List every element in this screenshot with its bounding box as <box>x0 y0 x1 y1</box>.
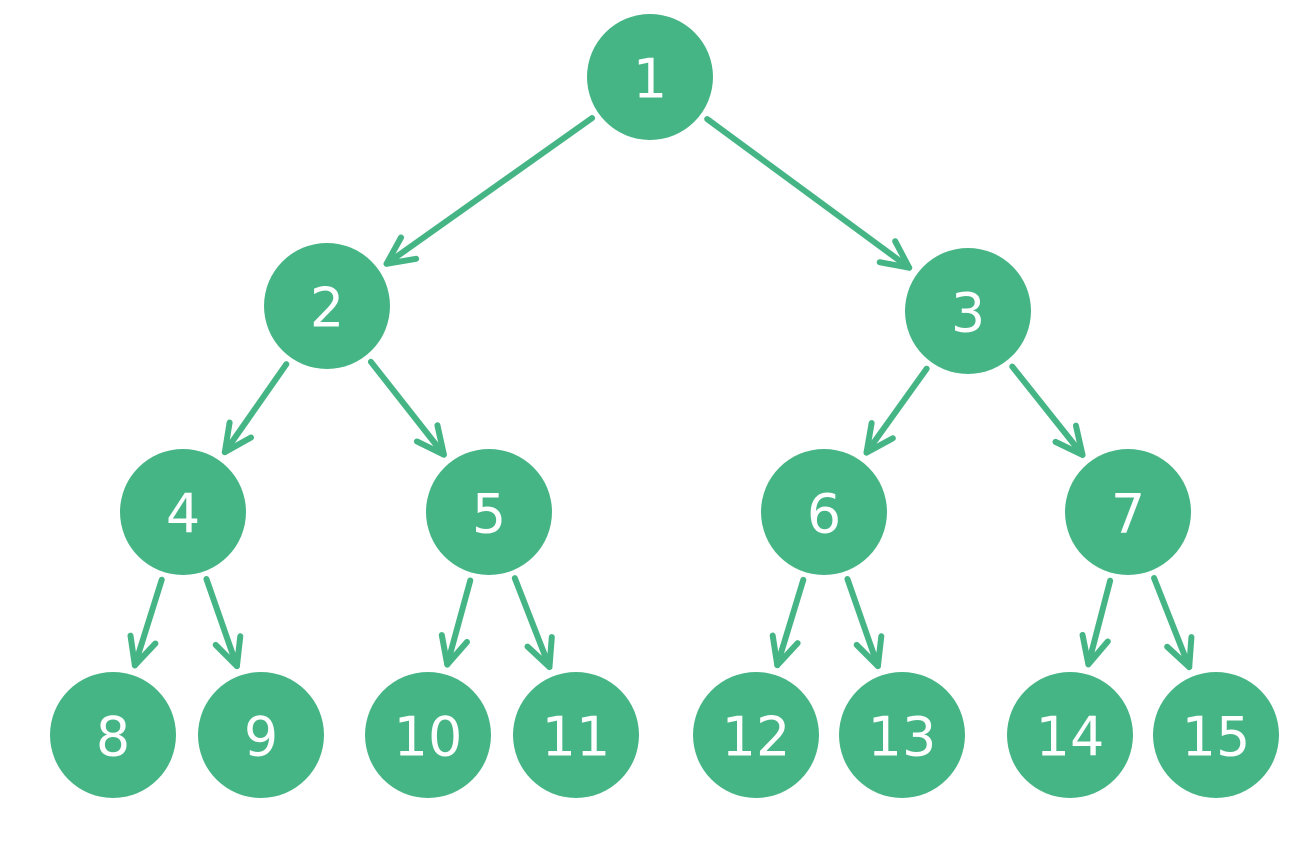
edge-line <box>1085 577 1114 668</box>
edge-line <box>221 361 290 456</box>
edge-line <box>863 365 930 456</box>
node-label: 15 <box>1182 706 1251 769</box>
node-circle <box>905 248 1031 374</box>
tree-node-2: 2 <box>264 243 390 369</box>
node-label: 7 <box>1111 483 1145 546</box>
tree-node-6: 6 <box>761 449 887 575</box>
node-label: 12 <box>722 706 791 769</box>
edge-7-15 <box>1151 575 1195 671</box>
node-label: 11 <box>542 706 611 769</box>
arrowhead <box>876 238 913 271</box>
node-circle <box>1065 449 1191 575</box>
node-label: 9 <box>244 706 278 769</box>
edge-line <box>704 116 913 271</box>
node-label: 3 <box>951 282 985 345</box>
node-label: 13 <box>868 706 937 769</box>
tree-node-1: 1 <box>587 14 713 140</box>
edge-2-5 <box>367 358 447 458</box>
edge-line <box>367 358 447 458</box>
edges-layer <box>127 115 1195 671</box>
node-label: 5 <box>472 483 506 546</box>
tree-node-9: 9 <box>198 672 324 798</box>
arrowhead <box>383 234 420 267</box>
node-circle <box>513 672 639 798</box>
edge-line <box>511 575 553 670</box>
node-label: 8 <box>96 706 130 769</box>
edge-line <box>1009 363 1086 458</box>
tree-node-7: 7 <box>1065 449 1191 575</box>
arrowhead <box>853 633 885 670</box>
edge-3-6 <box>863 365 930 456</box>
tree-node-3: 3 <box>905 248 1031 374</box>
edge-line <box>444 577 474 668</box>
edge-6-13 <box>844 576 885 670</box>
edge-7-14 <box>1079 577 1114 668</box>
tree-node-8: 8 <box>50 672 176 798</box>
node-circle <box>839 672 965 798</box>
tree-node-14: 14 <box>1007 672 1133 798</box>
edge-1-2 <box>383 115 596 267</box>
tree-node-13: 13 <box>839 672 965 798</box>
node-circle <box>426 449 552 575</box>
edge-1-3 <box>704 116 913 271</box>
node-circle <box>120 449 246 575</box>
node-label: 14 <box>1036 706 1105 769</box>
node-label: 6 <box>807 483 841 546</box>
node-label: 1 <box>633 48 667 111</box>
node-circle <box>50 672 176 798</box>
node-circle <box>264 243 390 369</box>
edge-2-4 <box>221 361 290 456</box>
edge-line <box>131 576 165 669</box>
tree-node-4: 4 <box>120 449 246 575</box>
arrowhead <box>212 633 244 670</box>
edge-4-8 <box>127 576 165 669</box>
node-circle <box>587 14 713 140</box>
tree-node-5: 5 <box>426 449 552 575</box>
edge-5-10 <box>438 577 474 668</box>
node-circle <box>693 672 819 798</box>
arrowhead <box>769 632 801 669</box>
edge-3-7 <box>1009 363 1086 458</box>
tree-node-11: 11 <box>513 672 639 798</box>
arrowhead <box>438 632 470 668</box>
arrowhead <box>221 419 254 456</box>
node-circle <box>198 672 324 798</box>
edge-5-11 <box>511 575 555 670</box>
node-label: 4 <box>166 483 200 546</box>
tree-node-15: 15 <box>1153 672 1279 798</box>
arrowhead <box>127 632 159 669</box>
tree-node-12: 12 <box>693 672 819 798</box>
tree-node-10: 10 <box>365 672 491 798</box>
edge-4-9 <box>203 576 244 670</box>
edge-line <box>844 576 881 670</box>
arrowhead <box>524 634 555 670</box>
node-circle <box>1153 672 1279 798</box>
node-circle <box>1007 672 1133 798</box>
node-circle <box>761 449 887 575</box>
node-label: 2 <box>310 277 344 340</box>
arrowhead <box>1052 422 1086 458</box>
edge-line <box>203 576 240 670</box>
node-circle <box>365 672 491 798</box>
arrowhead <box>863 420 896 456</box>
arrowhead <box>1164 634 1195 671</box>
edge-6-12 <box>769 576 807 669</box>
edge-line <box>1151 575 1193 671</box>
edge-line <box>383 115 596 267</box>
arrowhead <box>1079 631 1111 668</box>
arrowhead <box>413 422 447 458</box>
node-label: 10 <box>394 706 463 769</box>
edge-line <box>774 576 807 669</box>
